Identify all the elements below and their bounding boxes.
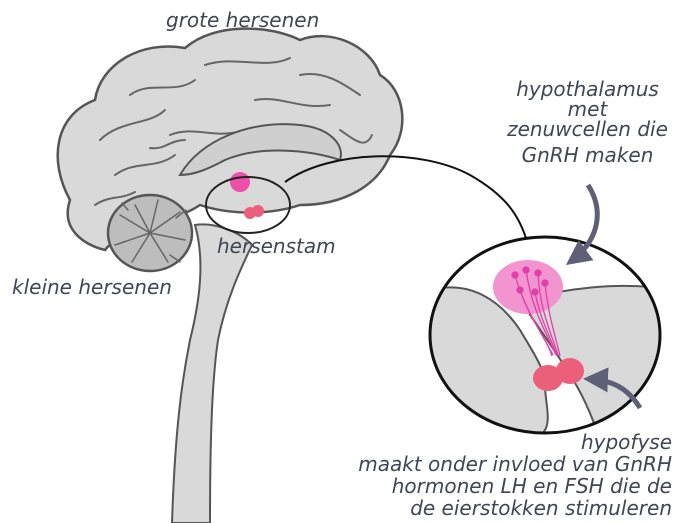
pituitary-line-1: hypofyse xyxy=(312,431,672,453)
pituitary-line-4: de eierstokken stimuleren xyxy=(312,497,672,519)
pituitary-line-3: hormonen LH en FSH die de xyxy=(312,475,672,497)
zoom-circle xyxy=(430,237,670,440)
label-pituitary: hypofyse maakt onder invloed van GnRH ho… xyxy=(312,431,672,519)
label-cerebrum: grote hersenen xyxy=(166,9,319,31)
pituitary-dot-right xyxy=(252,205,264,217)
hypothalamus-line-3: zenuwcellen die xyxy=(500,118,675,140)
hypothalamus-line-4: GnRH maken xyxy=(500,144,675,166)
label-hypothalamus: hypothalamus met zenuwcellen die GnRH ma… xyxy=(500,78,675,166)
pituitary-line-2: maakt onder invloed van GnRH xyxy=(312,453,672,475)
pituitary-zoom-right xyxy=(556,358,584,384)
hypothalamus-dot xyxy=(230,172,250,192)
brainstem-shape xyxy=(172,224,252,523)
label-cerebellum: kleine hersenen xyxy=(12,276,172,298)
label-brainstem: hersenstam xyxy=(217,235,336,257)
